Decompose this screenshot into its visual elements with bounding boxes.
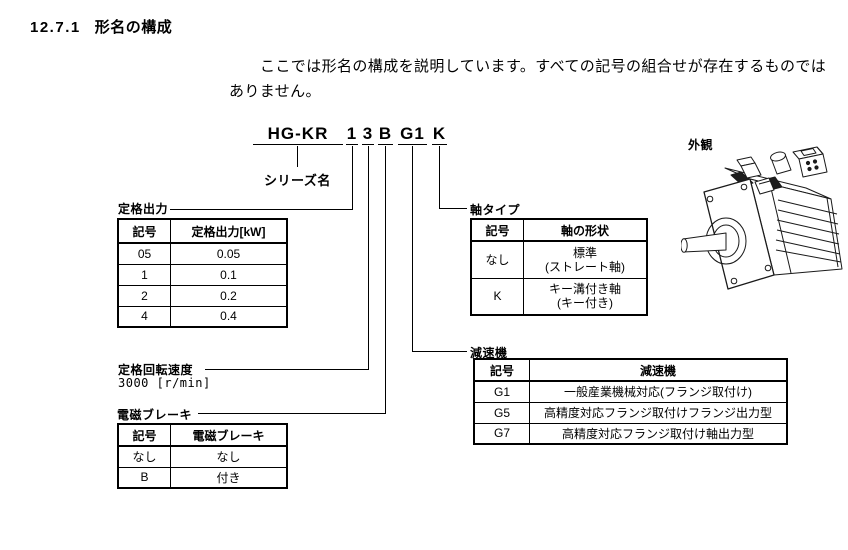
table-row: G1 一般産業機械対応(フランジ取付け) [473, 380, 788, 403]
table-header-row: 記号 定格出力[kW] [117, 218, 288, 244]
table-row: 1 0.1 [117, 263, 288, 286]
rated-output-table: 記号 定格出力[kW] 05 0.05 1 0.1 2 0.2 4 0.4 [117, 218, 288, 328]
shaft-standard-line2: (ストレート軸) [545, 259, 625, 274]
symbol-cell: なし [117, 445, 171, 468]
column-header-value: 定格出力[kW] [170, 218, 288, 244]
section-title: 形名の構成 [94, 19, 173, 36]
symbol-cell: 2 [117, 284, 171, 307]
value-cell: キー溝付き軸 (キー付き) [523, 277, 648, 316]
table-row: 05 0.05 [117, 242, 288, 265]
intro-paragraph: ここでは形名の構成を説明しています。すべての記号の組合せが存在するものでは あり… [229, 54, 844, 104]
symbol-cell: G7 [473, 422, 530, 445]
model-segment-brake: B [378, 124, 393, 145]
table-header-row: 記号 電磁ブレーキ [117, 423, 288, 447]
symbol-cell: 4 [117, 305, 171, 328]
rated-speed-value: 3000 [r/min] [118, 376, 211, 390]
value-cell: 付き [170, 466, 288, 489]
rated-output-label: 定格出力 [118, 202, 169, 216]
model-segment-series: HG-KR [253, 125, 343, 145]
table-header-row: 記号 減速機 [473, 358, 788, 382]
table-row: 2 0.2 [117, 284, 288, 307]
column-header-symbol: 記号 [117, 218, 171, 244]
value-cell: 標準 (ストレート軸) [523, 240, 648, 279]
value-cell: 0.1 [170, 263, 288, 286]
value-cell: 高精度対応フランジ取付けフランジ出力型 [529, 401, 788, 424]
symbol-cell: 1 [117, 263, 171, 286]
table-row: G7 高精度対応フランジ取付け軸出力型 [473, 422, 788, 445]
series-name-label: シリーズ名 [264, 173, 331, 188]
table-row: B 付き [117, 466, 288, 489]
brake-label: 電磁ブレーキ [117, 408, 193, 422]
column-header-symbol: 記号 [473, 358, 530, 382]
rated-speed-label: 定格回転速度 [118, 363, 194, 377]
table-row: K キー溝付き軸 (キー付き) [470, 277, 648, 316]
symbol-cell: G1 [473, 380, 530, 403]
shaft-keyed-line1: キー溝付き軸 [548, 282, 621, 297]
table-row: なし なし [117, 445, 288, 468]
model-segment-shaft: K [432, 124, 447, 145]
symbol-cell: B [117, 466, 171, 489]
table-row: G5 高精度対応フランジ取付けフランジ出力型 [473, 401, 788, 424]
column-header-symbol: 記号 [470, 218, 524, 242]
servo-motor-drawing [681, 142, 848, 302]
gear-label: 減速機 [470, 346, 508, 360]
shaft-keyed-line2: (キー付き) [557, 296, 613, 311]
intro-line-1: ここでは形名の構成を説明しています。すべての記号の組合せが存在するものでは [260, 58, 827, 75]
intro-line-2: ありません。 [229, 83, 321, 100]
brake-table: 記号 電磁ブレーキ なし なし B 付き [117, 423, 288, 489]
value-cell: 0.05 [170, 242, 288, 265]
column-header-value: 減速機 [529, 358, 788, 382]
table-header-row: 記号 軸の形状 [470, 218, 648, 242]
symbol-cell: G5 [473, 401, 530, 424]
shaft-type-label: 軸タイプ [470, 203, 521, 217]
value-cell: 一般産業機械対応(フランジ取付け) [529, 380, 788, 403]
gear-table: 記号 減速機 G1 一般産業機械対応(フランジ取付け) G5 高精度対応フランジ… [473, 358, 788, 445]
section-number: 12.7.1 [30, 19, 81, 36]
symbol-cell: なし [470, 240, 524, 279]
appearance-label: 外観 [688, 138, 714, 152]
shaft-type-table: 記号 軸の形状 なし 標準 (ストレート軸) K キー溝付き軸 (キー付き) [470, 218, 648, 316]
model-segment-gear: G1 [398, 125, 427, 145]
symbol-cell: 05 [117, 242, 171, 265]
model-segment-output: 1 [346, 124, 358, 145]
section-heading: 12.7.1 形名の構成 [30, 16, 172, 37]
value-cell: 高精度対応フランジ取付け軸出力型 [529, 422, 788, 445]
model-segment-speed: 3 [362, 124, 374, 145]
value-cell: 0.2 [170, 284, 288, 307]
column-header-symbol: 記号 [117, 423, 171, 447]
shaft-standard-line1: 標準 [572, 245, 597, 260]
symbol-cell: K [470, 277, 524, 316]
value-cell: なし [170, 445, 288, 468]
table-row: なし 標準 (ストレート軸) [470, 240, 648, 279]
column-header-value: 電磁ブレーキ [170, 423, 288, 447]
column-header-value: 軸の形状 [523, 218, 648, 242]
value-cell: 0.4 [170, 305, 288, 328]
table-row: 4 0.4 [117, 305, 288, 328]
